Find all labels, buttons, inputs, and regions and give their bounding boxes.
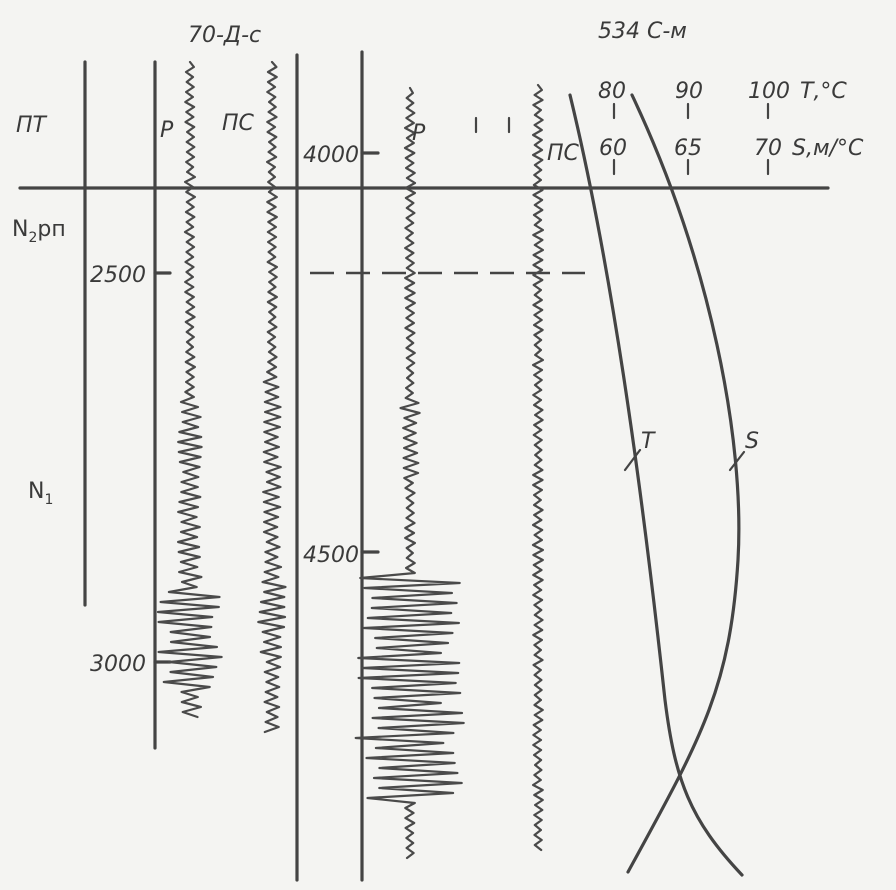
right-well-title: 534 С-м bbox=[598, 19, 687, 44]
depth-label-3000: 3000 bbox=[90, 652, 146, 677]
temp-90: 90 bbox=[675, 79, 703, 104]
grad-unit: S,м/°С bbox=[792, 136, 864, 161]
gradient-curve bbox=[626, 93, 741, 874]
temp-unit: Т,°С bbox=[800, 79, 847, 104]
right-resistivity-label: Р bbox=[412, 121, 426, 146]
right-sp-label: ПС bbox=[547, 141, 580, 166]
left-well-title: 70-Д-с bbox=[188, 23, 261, 48]
grad-65: 65 bbox=[674, 136, 702, 161]
left-resistivity-label: Р bbox=[160, 118, 174, 143]
depth-label-4500: 4500 bbox=[303, 543, 359, 568]
depth-label-4000: 4000 bbox=[303, 143, 359, 168]
right-sp-log bbox=[531, 83, 544, 852]
left-resistivity-log bbox=[156, 60, 223, 719]
right-resistivity-log bbox=[354, 86, 465, 860]
left-sp-label: ПС bbox=[222, 111, 255, 136]
t-curve-label: Т bbox=[641, 429, 656, 454]
temperature-scale-ticks bbox=[612, 102, 770, 176]
s-label-leader bbox=[728, 450, 746, 472]
s-curve-label: S bbox=[745, 429, 759, 454]
grad-70: 70 bbox=[754, 136, 782, 161]
temp-100: 100 bbox=[748, 79, 790, 104]
grad-60: 60 bbox=[599, 136, 627, 161]
temp-80: 80 bbox=[598, 79, 626, 104]
depth-label-2500: 2500 bbox=[90, 263, 146, 288]
t-label-leader bbox=[623, 448, 642, 472]
stratum-n2pn-label: N2рп bbox=[12, 217, 66, 246]
left-sp-log bbox=[257, 60, 287, 734]
temperature-curve bbox=[568, 93, 744, 877]
stratum-pt-label: ПТ bbox=[16, 113, 48, 138]
stratum-n1-label: N1 bbox=[28, 479, 53, 508]
